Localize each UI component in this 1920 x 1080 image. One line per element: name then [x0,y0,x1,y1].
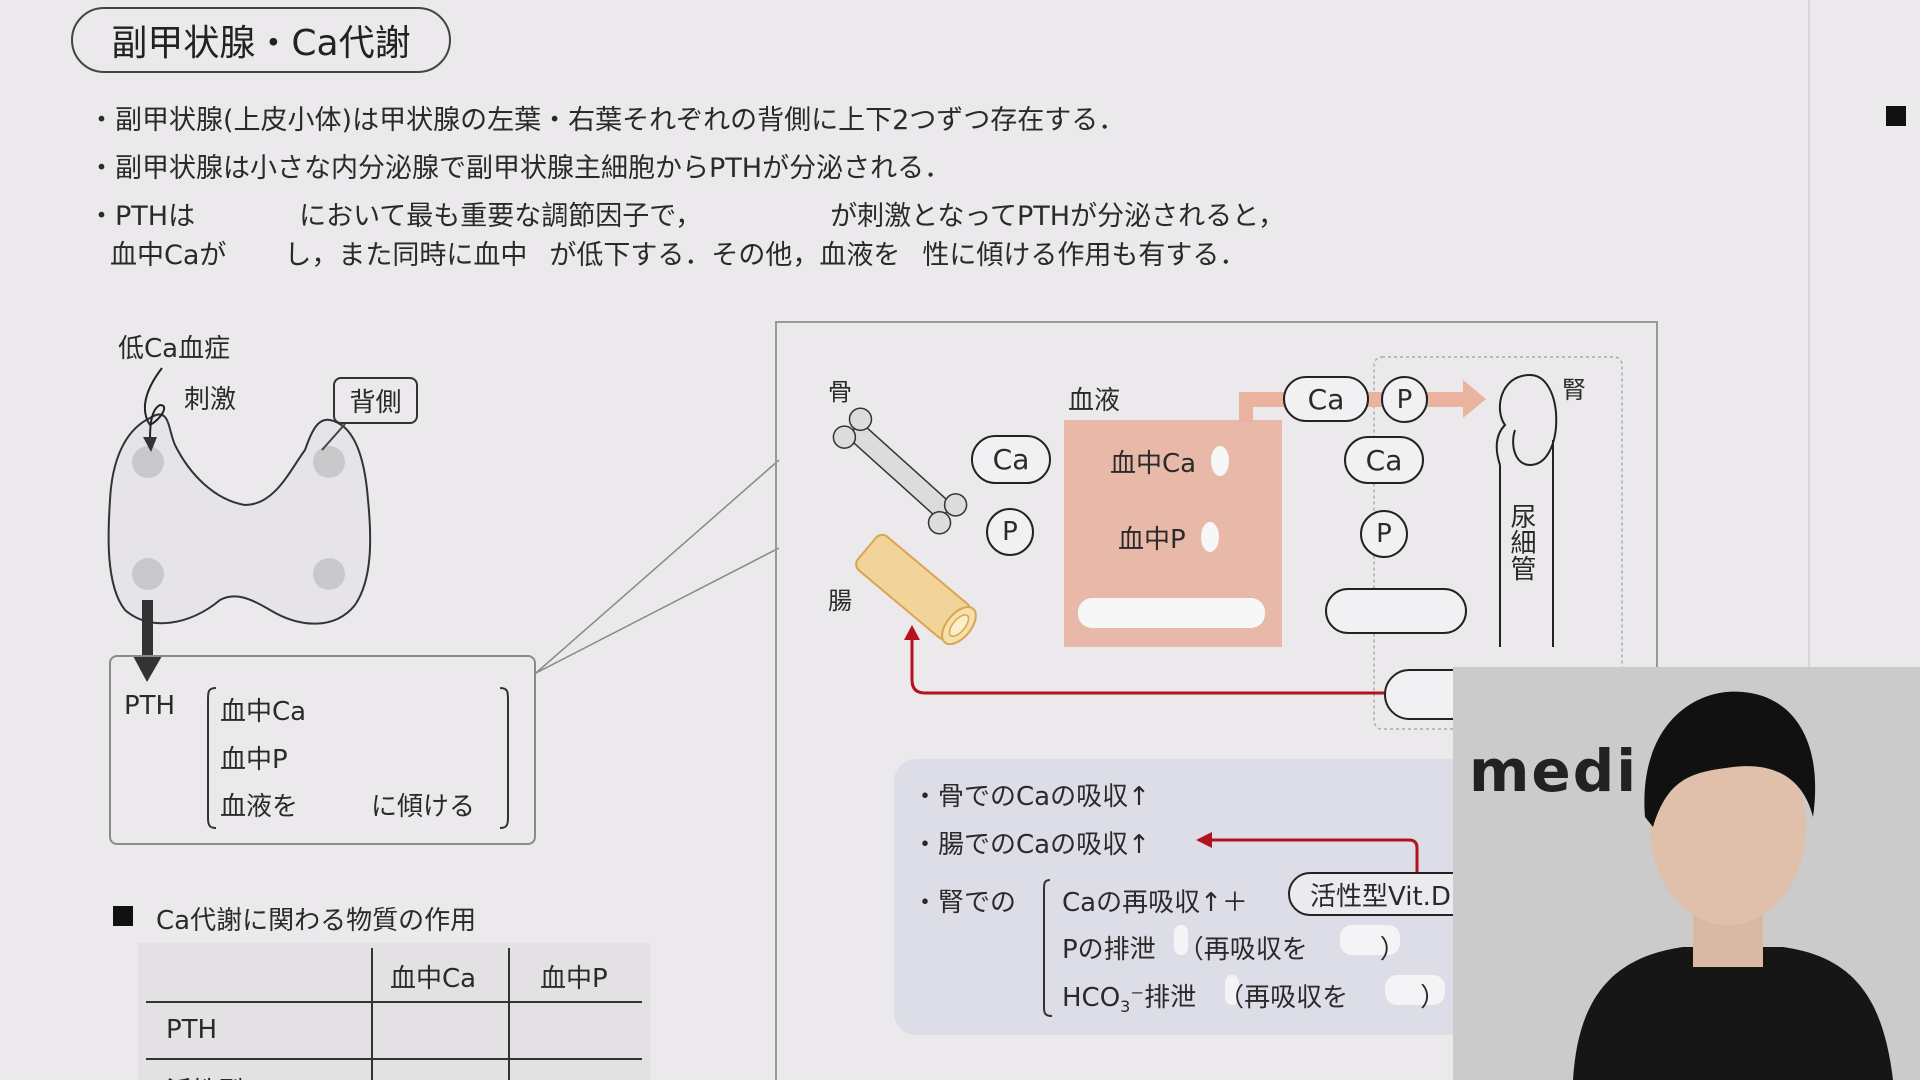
p-bone-circle: P [986,508,1034,556]
bullet-4-part: し，また同時に血中 [284,240,528,271]
hco-excretion-text: ⁻排泄 [1130,983,1197,1013]
kidney-icon [1495,374,1558,467]
arrow-head [133,656,162,682]
ca-filtered-pill: Ca [1283,376,1369,422]
arrow-head [143,437,157,452]
logo: medi [1469,737,1639,805]
row-label: PTH [166,1015,218,1045]
blood-label: 血液 [1068,386,1121,416]
p-filtered-circle: P [1381,376,1428,423]
webcam-overlay: medi [1453,667,1920,1080]
active-vitd-pill: 活性型Vit.D [1288,872,1478,916]
vitd-intestine-arrow [910,636,1384,695]
p-excretion-text: Pの排泄 [1062,935,1156,965]
effect-blood: 血液を [220,792,299,822]
subscript: 3 [1120,997,1131,1017]
page-title: 副甲状腺・Ca代謝 [71,7,451,73]
stimulus-arrow [143,367,166,441]
row-label: 活性型Vit.D [166,1071,307,1080]
blood-p-label: 血中P [1118,525,1186,555]
bullet-2: ・副甲状腺は小さな内分泌腺で副甲状腺主細胞からPTHが分泌される． [88,153,952,184]
bullet-3-cont: 血中Caが し，また同時に血中 が低下する．その他，血液を 性に傾ける作用も有す… [110,233,1246,272]
hypocalcemia-label: 低Ca血症 [118,334,231,364]
summary-bone: ・骨でのCaの吸収↑ [912,782,1150,812]
dorsal-label: 背側 [333,377,418,424]
bullet-3: ・PTHは において最も重要な調節因子で， が刺激となってPTHが分泌されると， [88,194,1285,233]
bullet-1: ・副甲状腺(上皮小体)は甲状腺の左葉・右葉それぞれの背側に上下2つずつ存在する． [88,105,1126,136]
parathyroid-dot [132,558,164,590]
thyroid-gland-shape [107,413,372,625]
ca-reabsorb-pill: Ca [1344,436,1424,484]
stimulus-label: 刺激 [184,385,237,415]
reabsorb-text: （再吸収を [1218,983,1349,1013]
square-bullet-icon [113,906,133,926]
hco-text: HCO [1062,983,1121,1013]
ca-bone-pill: Ca [971,435,1051,484]
parathyroid-dot [313,446,345,478]
blank-pill [1325,588,1467,634]
paren: ） [1420,983,1447,1013]
vitd-summary-arrow [1208,838,1419,872]
arrow-head [1463,380,1486,418]
presenter-video [1573,691,1893,1080]
parathyroid-dot [132,446,164,478]
summary-hco3-excretion: HCO3⁻排泄 （再吸収を ） [1062,977,1446,1016]
summary-intestine: ・腸でのCaの吸収↑ [912,830,1150,860]
bone-label: 骨 [828,378,852,406]
summary-kidney: ・腎での [912,888,1017,918]
bone-icon [832,407,968,535]
bullet-4-part: 血中Caが [110,240,227,271]
bullet-3-part: ・PTHは [88,201,196,232]
pth-effects-box [109,655,536,845]
reabsorb-text: （再吸収を [1177,935,1308,965]
blood-ca-label: 血中Ca [1110,449,1197,479]
summary-p-excretion: Pの排泄 （再吸収を ） [1062,929,1406,966]
kidney-label: 腎 [1562,376,1586,404]
column-header: 血中P [540,964,608,994]
square-marker-icon [1886,106,1906,126]
paren: ） [1379,935,1406,965]
bullet-4-part: 性に傾ける作用も有する． [922,240,1247,271]
parathyroid-dot [313,558,345,590]
bullet-3-part: において最も重要な調節因子で， [299,201,703,232]
substance-table: 血中Ca 血中P PTH 活性型Vit.D [138,943,650,1080]
bullet-4-part: が低下する．その他，血液を [549,240,901,271]
secretion-arrow [142,600,153,656]
table-heading: Ca代謝に関わる物質の作用 [156,906,477,936]
effect-tilt: に傾ける [371,792,476,822]
effect-blood-ca: 血中Ca [220,697,307,727]
column-header: 血中Ca [390,964,477,994]
pth-label: PTH [124,691,176,721]
intestine-label: 腸 [828,587,852,615]
summary-ca-reabsorption: Caの再吸収↑＋ [1062,888,1248,918]
intestine-icon [855,533,977,646]
p-reabsorb-circle: P [1360,510,1408,558]
effect-blood-p: 血中P [220,745,288,775]
divider [1808,0,1810,1080]
tubule-label: 尿細管 [1506,503,1536,581]
bullet-3-part: が刺激となってPTHが分泌されると， [830,201,1286,232]
